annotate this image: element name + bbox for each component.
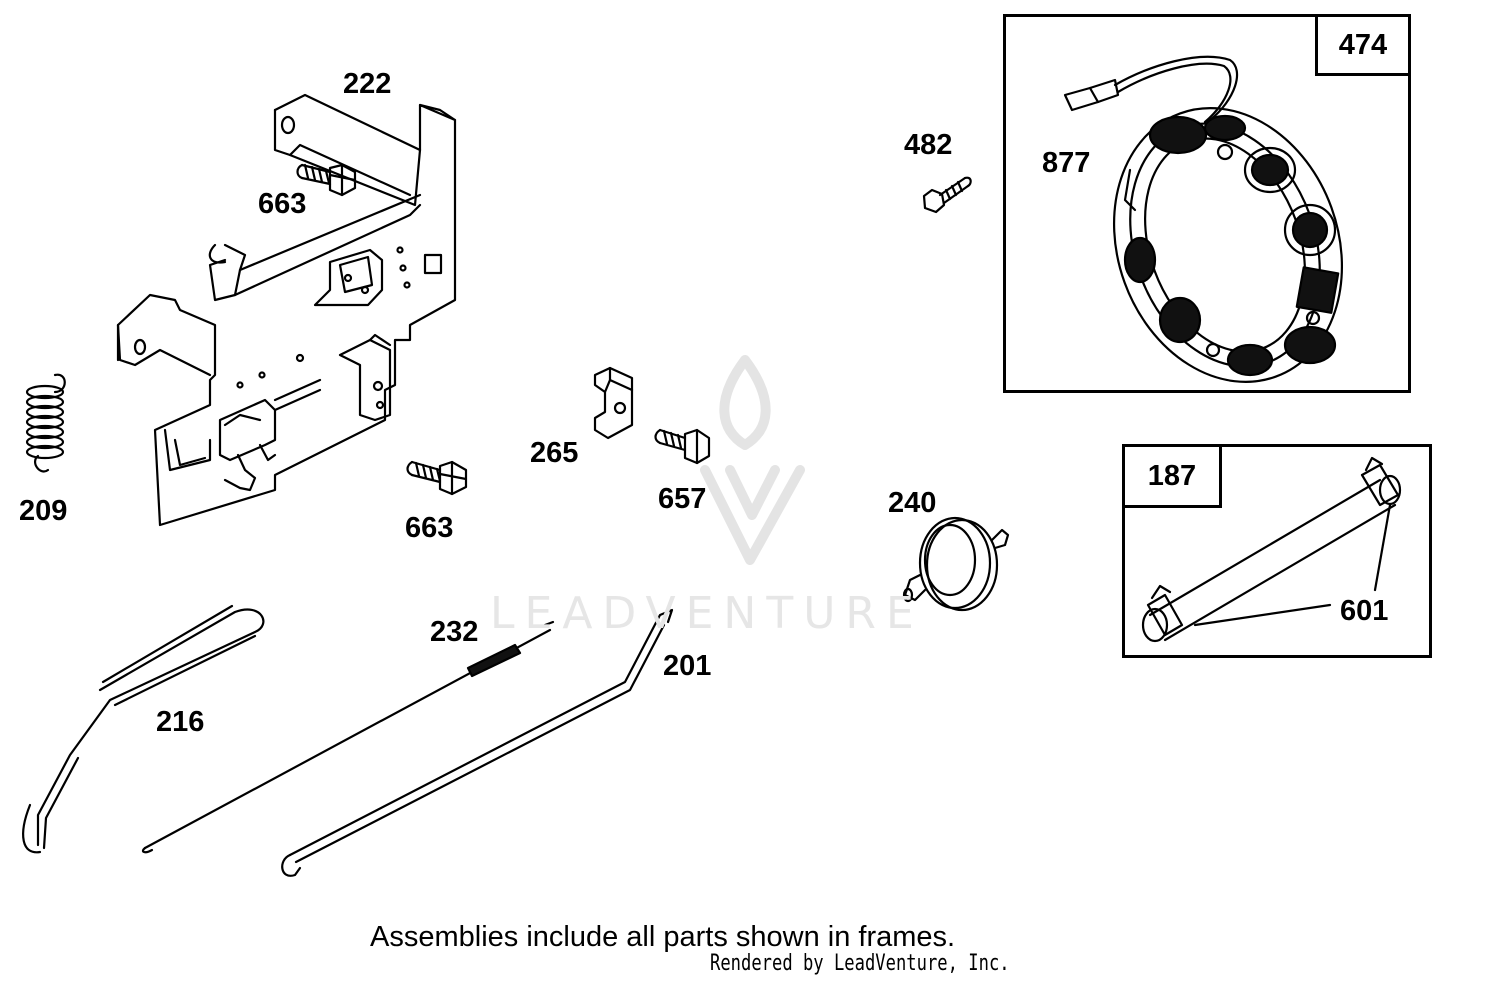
assemblies-caption: Assemblies include all parts shown in fr… bbox=[370, 921, 956, 953]
part-label-657[interactable]: 657 bbox=[658, 483, 707, 515]
bolt-663-upper-drawing bbox=[296, 163, 357, 197]
frame-tag-474: 474 bbox=[1315, 14, 1411, 76]
rendered-by-credit: Rendered by LeadVenture, Inc. bbox=[710, 951, 1010, 976]
watermark-logo bbox=[700, 355, 805, 565]
part-label-232[interactable]: 232 bbox=[430, 616, 479, 648]
rod-216-drawing bbox=[22, 604, 265, 854]
part-label-482[interactable]: 482 bbox=[904, 129, 953, 161]
part-label-663-upper[interactable]: 663 bbox=[258, 188, 307, 220]
spring-209-drawing bbox=[25, 373, 66, 473]
part-label-601[interactable]: 601 bbox=[1340, 595, 1389, 627]
screw-482-drawing bbox=[922, 176, 972, 214]
fuel-filter-240-drawing bbox=[902, 516, 1010, 612]
frame-187 bbox=[1122, 444, 1432, 658]
part-label-265[interactable]: 265 bbox=[530, 437, 579, 469]
frame-474 bbox=[1003, 14, 1411, 393]
part-label-877[interactable]: 877 bbox=[1042, 147, 1091, 179]
part-label-216[interactable]: 216 bbox=[156, 706, 205, 738]
spring-232-drawing bbox=[141, 620, 555, 854]
bolt-663-lower-drawing bbox=[406, 460, 468, 496]
rod-201-drawing bbox=[281, 608, 674, 877]
stator-877-drawing bbox=[1063, 55, 1344, 383]
part-label-201[interactable]: 201 bbox=[663, 650, 712, 682]
part-label-240[interactable]: 240 bbox=[888, 487, 937, 519]
watermark-text: LEADVENTURE bbox=[490, 588, 924, 639]
part-label-663-lower[interactable]: 663 bbox=[405, 512, 454, 544]
screw-657-drawing bbox=[654, 428, 711, 465]
clip-265-drawing bbox=[593, 366, 634, 440]
control-bracket-drawing bbox=[116, 93, 457, 527]
part-label-222[interactable]: 222 bbox=[343, 68, 392, 100]
fuel-line-601-drawing bbox=[1141, 456, 1402, 643]
frame-tag-187: 187 bbox=[1122, 444, 1222, 508]
part-label-209[interactable]: 209 bbox=[19, 495, 68, 527]
